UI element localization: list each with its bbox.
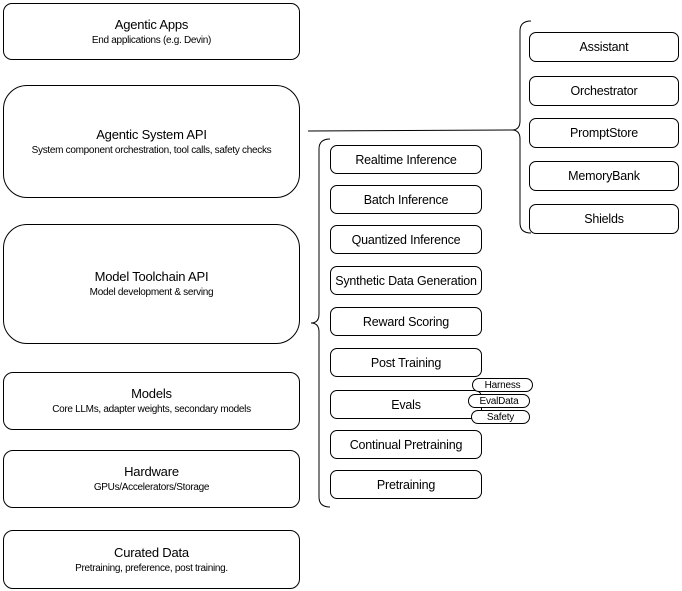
node-subtitle: Pretraining, preference, post training. (75, 562, 228, 574)
node-label: Orchestrator (570, 84, 638, 98)
node-title: Hardware (124, 464, 179, 479)
node-subtitle: End applications (e.g. Devin) (91, 34, 212, 46)
node-label: Post Training (370, 355, 442, 370)
node-reward-scoring: Reward Scoring (330, 307, 482, 336)
node-model-toolchain-api: Model Toolchain API Model development & … (3, 224, 300, 344)
node-subtitle: System component orchestration, tool cal… (31, 144, 272, 156)
node-pretraining: Pretraining (330, 470, 482, 499)
node-title: Model Toolchain API (94, 269, 209, 284)
eval-tag-safety: Safety (471, 410, 530, 424)
node-label: Pretraining (376, 477, 436, 492)
toolchain-group-brace (310, 138, 331, 508)
node-promptstore: PromptStore (529, 118, 679, 148)
eval-tag-harness: Harness (472, 378, 533, 392)
node-realtime-inference: Realtime Inference (330, 145, 482, 174)
node-label: Evals (391, 397, 421, 412)
node-title: Agentic System API (96, 126, 207, 142)
node-label: Assistant (579, 40, 629, 54)
pill-label: Safety (486, 411, 515, 423)
node-label: Shields (584, 212, 624, 226)
node-agentic-apps: Agentic Apps End applications (e.g. Devi… (3, 3, 300, 60)
eval-tag-evaldata: EvalData (468, 394, 530, 408)
node-subtitle: Core LLMs, adapter weights, secondary mo… (52, 404, 251, 415)
node-post-training: Post Training (330, 348, 482, 377)
node-evals: Evals (330, 390, 482, 419)
system-components-brace (511, 20, 532, 234)
node-title: Curated Data (114, 544, 189, 560)
node-label: Batch Inference (363, 192, 449, 207)
node-label: Continual Pretraining (349, 437, 463, 452)
node-shields: Shields (529, 204, 679, 234)
node-label: Realtime Inference (355, 152, 457, 167)
node-synthetic-data-generation: Synthetic Data Generation (330, 266, 482, 295)
system-api-to-components-line (307, 129, 513, 132)
node-batch-inference: Batch Inference (330, 185, 482, 214)
node-assistant: Assistant (529, 32, 679, 62)
node-agentic-system-api: Agentic System API System component orch… (3, 85, 300, 198)
node-subtitle: Model development & serving (89, 287, 214, 298)
node-continual-pretraining: Continual Pretraining (330, 430, 482, 459)
node-label: PromptStore (570, 126, 638, 140)
node-memorybank: MemoryBank (529, 161, 679, 191)
node-orchestrator: Orchestrator (529, 76, 679, 106)
node-label: Synthetic Data Generation (335, 273, 477, 288)
node-label: Reward Scoring (362, 314, 450, 329)
node-quantized-inference: Quantized Inference (330, 225, 482, 254)
node-label: Quantized Inference (351, 232, 461, 247)
node-models: Models Core LLMs, adapter weights, secon… (3, 372, 300, 430)
node-title: Models (131, 386, 172, 401)
pill-label: EvalData (479, 395, 519, 407)
node-hardware: Hardware GPUs/Accelerators/Storage (3, 450, 300, 508)
node-curated-data: Curated Data Pretraining, preference, po… (3, 530, 300, 589)
node-title: Agentic Apps (114, 16, 189, 32)
node-label: MemoryBank (568, 169, 640, 183)
pill-label: Harness (484, 379, 521, 391)
node-subtitle: GPUs/Accelerators/Storage (93, 482, 210, 493)
